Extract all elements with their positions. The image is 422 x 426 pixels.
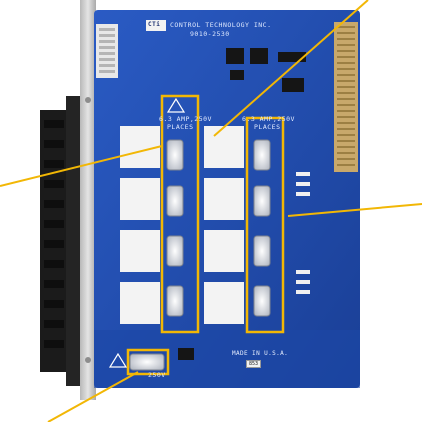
fuse-right-rating: 6.3 AMP,250V bbox=[242, 115, 295, 123]
edge-connector bbox=[334, 22, 358, 172]
serial-badge: 853 bbox=[246, 360, 262, 368]
fuse-bottom bbox=[129, 353, 165, 371]
relays-right bbox=[204, 126, 244, 324]
warning-icon bbox=[108, 97, 186, 368]
cti-logo-box bbox=[146, 20, 166, 31]
fuse-bottom-rating: 250V bbox=[148, 371, 166, 379]
ic-chips bbox=[178, 48, 306, 360]
fuse-right-places: PLACES bbox=[254, 123, 281, 131]
faceplate bbox=[80, 0, 96, 400]
cti-logo: CTi bbox=[148, 21, 161, 28]
fuses-right bbox=[253, 139, 271, 317]
manufacturer-label: CONTROL TECHNOLOGY INC. bbox=[170, 21, 272, 29]
resistor-array bbox=[296, 172, 310, 294]
model-label: 9010-2530 bbox=[190, 30, 230, 38]
relays-left bbox=[120, 126, 160, 324]
fuse-left-places: PLACES bbox=[167, 123, 194, 131]
fuse-highlight-boxes bbox=[126, 94, 285, 376]
top-connector bbox=[96, 24, 118, 78]
fuses-left bbox=[166, 139, 184, 317]
fuse-left-rating: 6.3 AMP,250V bbox=[159, 115, 212, 123]
made-in-label: MADE IN U.S.A. bbox=[232, 350, 289, 357]
